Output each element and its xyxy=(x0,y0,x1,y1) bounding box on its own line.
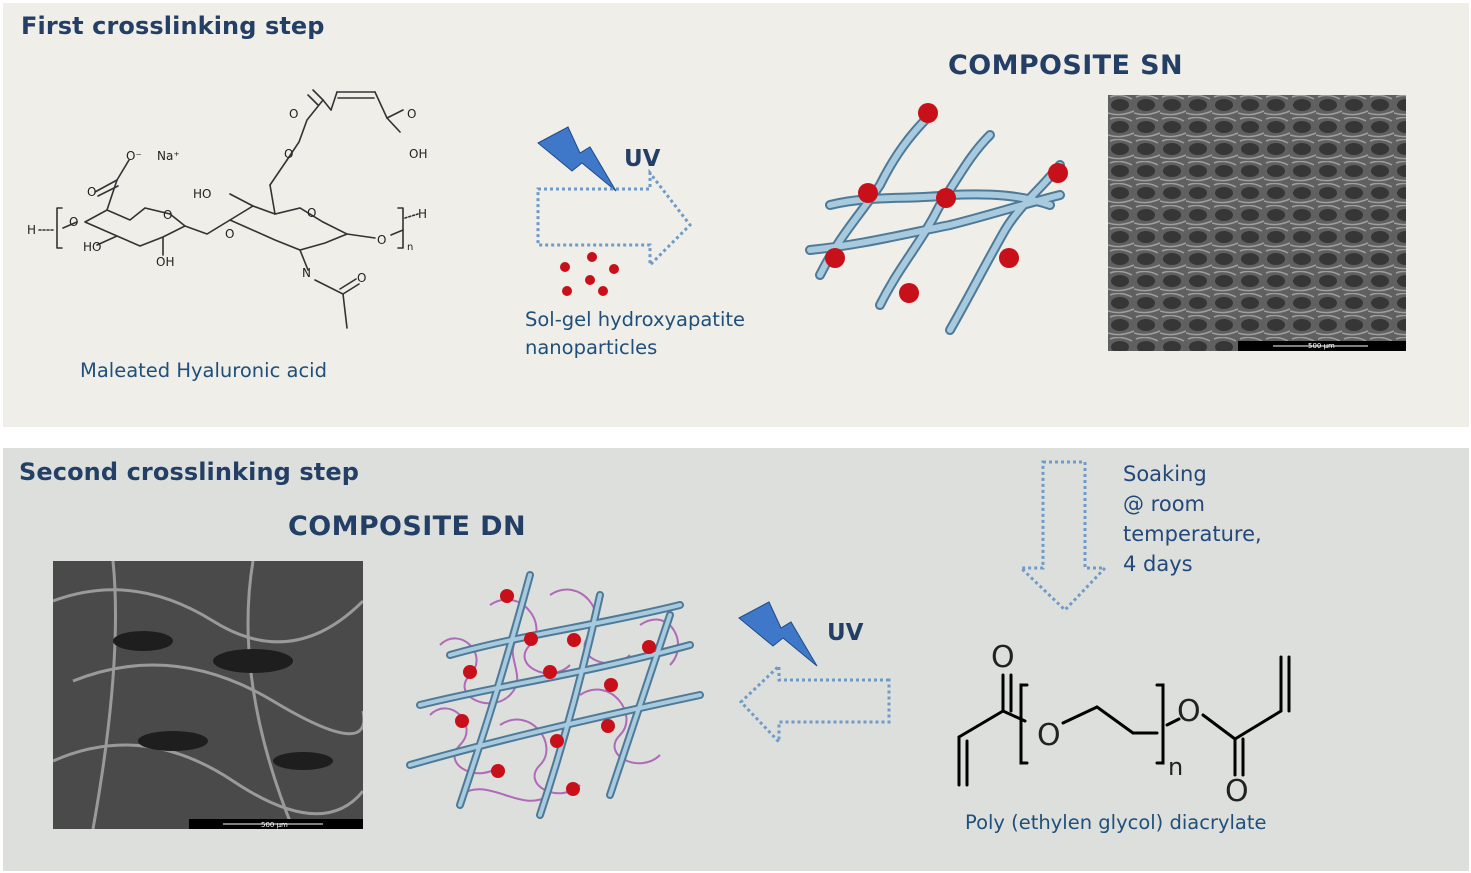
first-step-title: First crosslinking step xyxy=(21,12,325,40)
pegda-o-1: O xyxy=(991,640,1015,675)
o-left-label: O xyxy=(69,215,78,229)
ester-o-label: O xyxy=(284,147,293,161)
nitrogen-label: N xyxy=(302,266,311,280)
pegda-o-2: O xyxy=(1037,718,1061,753)
nanoparticle-caption-line2: nanoparticles xyxy=(525,336,658,359)
ho-ring2-label: HO xyxy=(193,187,211,201)
oh-ring1-label: OH xyxy=(156,255,174,269)
uv-step-arrow-top xyxy=(536,126,692,296)
ho-ring1-label: HO xyxy=(83,240,101,254)
nanoparticle-caption-line1: Sol-gel hydroxyapatite xyxy=(525,308,746,331)
carbonyl-o-label: O xyxy=(87,185,96,199)
sodium-label: Na⁺ xyxy=(157,149,180,163)
carboxylate-label: O⁻ xyxy=(126,149,142,163)
soaking-line2: @ room xyxy=(1123,492,1206,516)
ester-carbonyl-o-label: O xyxy=(289,107,298,121)
ring1-o-label: O xyxy=(163,208,172,222)
sem-image-sn: 500 μm xyxy=(1108,95,1406,351)
soaking-down-arrow xyxy=(1017,460,1109,613)
pegda-o-4: O xyxy=(1225,774,1249,809)
lightning-icon-bottom xyxy=(738,601,818,667)
repeat-n-label: n xyxy=(407,242,413,253)
uv-label-bottom: UV xyxy=(827,620,864,646)
soaking-conditions: Soaking @ room temperature, 4 days xyxy=(1123,459,1262,579)
acetyl-o-label: O xyxy=(357,271,366,285)
pegda-o-3: O xyxy=(1177,694,1201,729)
composite-dn-label: COMPOSITE DN xyxy=(288,511,526,542)
second-step-title: Second crosslinking step xyxy=(19,458,359,486)
pegda-structure: O O O O n xyxy=(957,640,1291,809)
single-network-illustration xyxy=(805,103,1068,335)
down-arrow-icon xyxy=(1017,460,1109,613)
soaking-line1: Soaking xyxy=(1123,462,1207,486)
ring2-o-label: O xyxy=(307,206,316,220)
pegda-n-subscript: n xyxy=(1168,753,1183,781)
right-arrow-icon xyxy=(536,168,692,269)
scale-bar-label-bottom: 500 μm xyxy=(261,821,288,829)
lightning-icon xyxy=(537,126,617,192)
soaking-line4: 4 days xyxy=(1123,552,1193,576)
sem-image-dn: 500 μm xyxy=(53,561,363,829)
uv-label-top: UV xyxy=(624,146,661,172)
composite-sn-label: COMPOSITE SN xyxy=(948,50,1183,81)
right-o-label: O xyxy=(377,233,386,247)
acid-oh-label: OH xyxy=(409,147,427,161)
acid-carbonyl-o-label: O xyxy=(407,107,416,121)
peg-caption: Poly (ethylen glycol) diacrylate xyxy=(965,811,1267,834)
hydroxyapatite-particles-dn-icon xyxy=(455,589,656,796)
maleated-hyaluronic-acid-structure: H O HO O O⁻ Na⁺ O OH O HO O O O O OH N O… xyxy=(27,89,427,329)
hydroxyapatite-particles-icon xyxy=(825,103,1068,303)
scale-bar-label-top: 500 μm xyxy=(1308,342,1335,350)
h-right-label: H xyxy=(418,207,427,221)
double-network-illustration xyxy=(406,571,704,819)
uv-step-arrow-bottom xyxy=(738,601,891,746)
nanoparticles-icon xyxy=(560,252,619,296)
soaking-line3: temperature, xyxy=(1123,522,1262,546)
nanoparticle-caption: Sol-gel hydroxyapatite nanoparticles xyxy=(525,306,745,362)
h-left-label: H xyxy=(27,223,36,237)
left-arrow-icon xyxy=(738,662,891,746)
molecule-caption: Maleated Hyaluronic acid xyxy=(80,359,327,382)
glyco-o-label: O xyxy=(225,227,234,241)
